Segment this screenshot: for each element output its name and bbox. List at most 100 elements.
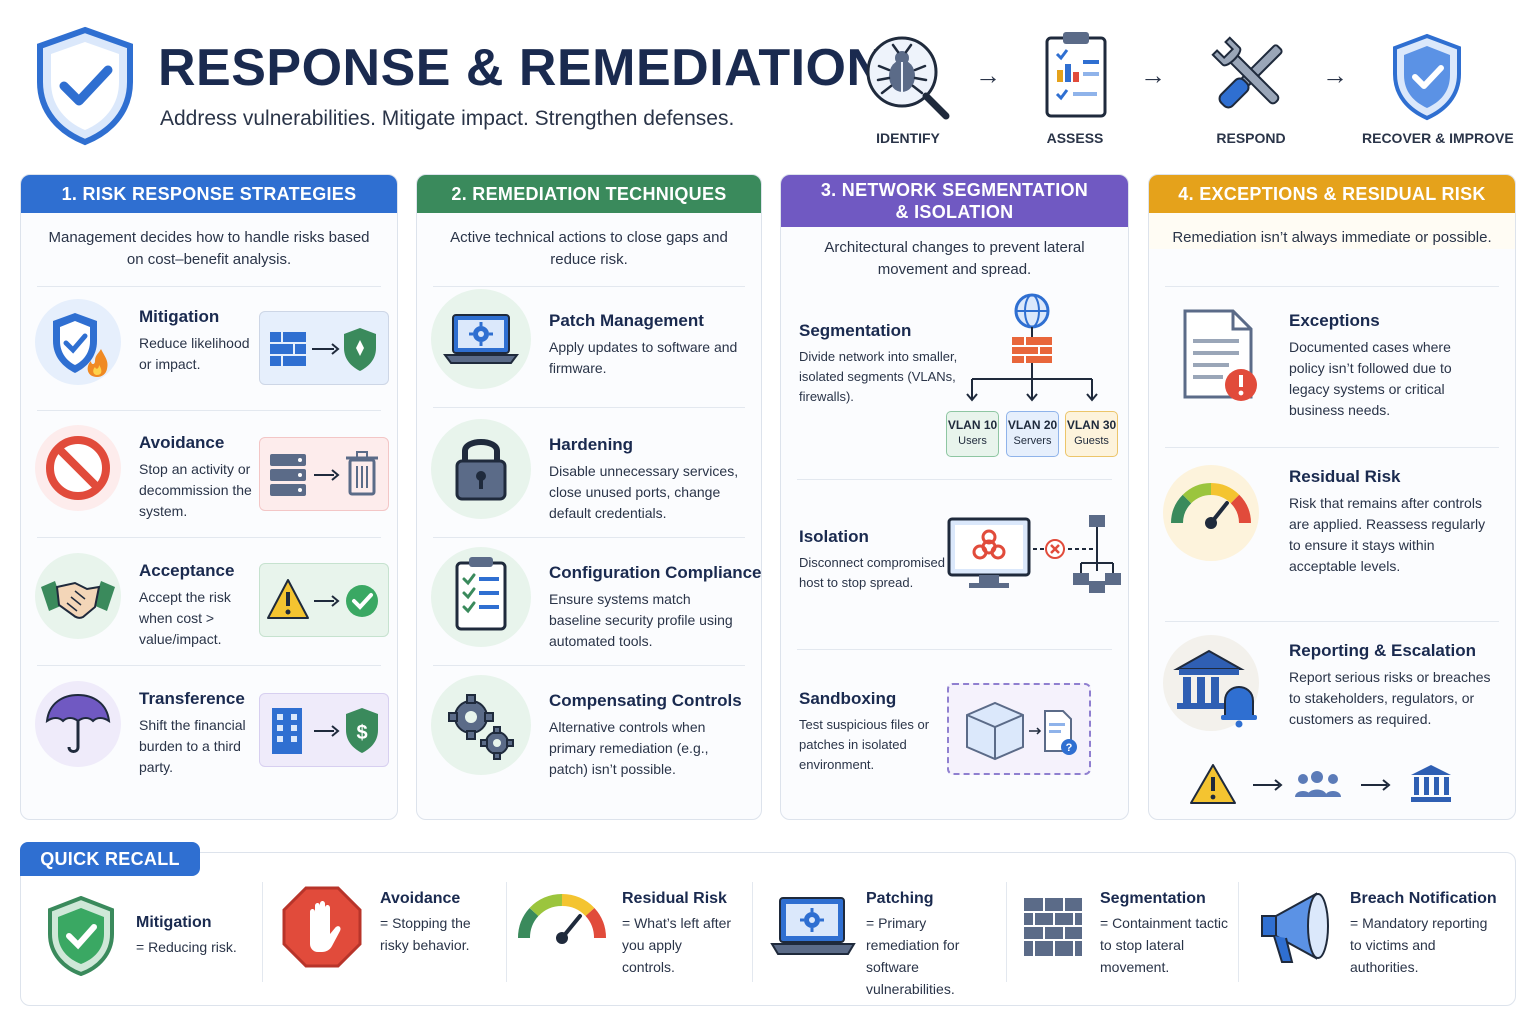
item-description: Alternative controls when primary remedi… — [549, 719, 709, 777]
item-segmentation: Segmentation Divide network into smaller… — [799, 315, 1114, 505]
laptop-gear-icon — [431, 289, 531, 389]
divider — [797, 649, 1112, 650]
isolated-host-diagram — [947, 515, 1121, 593]
item-description: Test suspicious files or patches in isol… — [799, 717, 930, 772]
item-description: Shift the financial burden to a third pa… — [139, 717, 246, 775]
divider — [37, 665, 381, 666]
quick-recall-desc: = Reducing risk. — [136, 939, 237, 955]
column-heading-line: 3. NETWORK SEGMENTATION — [820, 180, 1089, 200]
mitigation-flow-graphic — [259, 311, 389, 385]
item-title: Residual Risk — [1289, 467, 1401, 486]
item-description: Apply updates to software and firmware. — [549, 339, 738, 376]
megaphone-icon — [1261, 892, 1329, 963]
divider — [433, 407, 745, 408]
divider — [37, 286, 381, 287]
divider — [752, 882, 753, 982]
quick-recall-label: QUICK RECALL — [20, 842, 200, 876]
item-description: Divide network into smaller, isolated se… — [799, 349, 958, 404]
item-description: Ensure systems match baseline security p… — [549, 591, 733, 649]
item-avoidance: Avoidance Stop an activity or decommissi… — [35, 425, 389, 519]
divider — [262, 882, 263, 982]
quick-recall-title: Avoidance — [380, 890, 461, 907]
page-subtitle: Address vulnerabilities. Mitigate impact… — [160, 107, 735, 130]
column-intro: Architectural changes to prevent lateral… — [824, 239, 1085, 278]
item-title: Mitigation — [139, 307, 220, 326]
divider — [506, 882, 507, 982]
shield-check-icon — [37, 26, 133, 146]
quick-recall-title: Residual Risk — [622, 890, 727, 907]
quick-recall-desc: = Primary remediation for software vulne… — [866, 915, 960, 997]
column-heading-line: & ISOLATION — [895, 202, 1014, 222]
flow-arrow: → — [1140, 60, 1166, 90]
divider — [1165, 447, 1499, 448]
document-alert-icon — [1183, 309, 1257, 401]
item-description: Accept the risk when cost > value/impact… — [139, 589, 231, 647]
quick-recall-title: Mitigation — [136, 914, 212, 931]
shield-check-icon — [1393, 33, 1461, 121]
vlan-name: VLAN 10 — [947, 418, 998, 432]
padlock-icon — [431, 419, 531, 519]
vlan-label: Users — [958, 435, 987, 447]
shield-check-icon — [48, 896, 114, 976]
item-acceptance: Acceptance Accept the risk when cost > v… — [35, 553, 389, 647]
escalation-flow-graphic — [1190, 764, 1451, 804]
svg-text:?: ? — [1066, 742, 1073, 754]
divider — [37, 410, 381, 411]
item-transference: Transference Shift the financial burden … — [35, 681, 389, 775]
sandbox-graphic: ? — [947, 683, 1091, 775]
item-sandboxing: Sandboxing Test suspicious files or patc… — [799, 689, 1114, 779]
brick-wall-icon — [1024, 898, 1082, 956]
divider — [433, 286, 745, 287]
flow-step-label: ASSESS — [1046, 130, 1104, 146]
item-reporting-escalation: Reporting & Escalation Report serious ri… — [1163, 635, 1501, 805]
column-risk-response: 1. RISK RESPONSE STRATEGIES Management d… — [20, 174, 398, 820]
clipboard-chart-icon — [1045, 32, 1107, 118]
handshake-icon — [35, 553, 121, 639]
divider — [1238, 882, 1239, 982]
item-title: Avoidance — [139, 433, 225, 452]
column-remediation: 2. REMEDIATION TECHNIQUES Active technic… — [416, 174, 762, 820]
laptop-gear-icon — [770, 897, 856, 955]
shield-fire-icon — [35, 299, 121, 385]
vlan-box-servers: VLAN 20 Servers — [1006, 411, 1059, 457]
sandbox-box-file-icon: ? — [966, 701, 1077, 761]
checklist-icon — [431, 547, 531, 647]
quick-recall-desc: = Stopping the risky behavior. — [380, 915, 471, 953]
quick-recall-desc: = Mandatory reporting to victims and aut… — [1350, 915, 1488, 975]
item-description: Disconnect compromised host to stop spre… — [799, 555, 945, 590]
acceptance-flow-graphic — [259, 563, 389, 637]
item-patch-management: Patch Management Apply updates to softwa… — [431, 289, 747, 389]
column-heading: 4. EXCEPTIONS & RESIDUAL RISK — [1149, 175, 1515, 213]
vlan-name: VLAN 30 — [1066, 418, 1117, 432]
item-compensating-controls: Compensating Controls Alternative contro… — [431, 675, 747, 777]
divider — [433, 537, 745, 538]
divider — [37, 537, 381, 538]
quick-recall-desc: = What’s left after you apply controls. — [622, 915, 732, 975]
flow-arrow: → — [1322, 60, 1348, 90]
flow-step-label: IDENTIFY — [876, 130, 940, 146]
item-title: Patch Management — [549, 311, 704, 330]
divider — [797, 479, 1112, 480]
item-title: Hardening — [549, 435, 634, 454]
item-description: Stop an activity or decommission the sys… — [139, 461, 252, 519]
flow-step-identify: IDENTIFY — [843, 30, 973, 146]
item-title: Isolation — [799, 527, 869, 546]
vlan-label: Servers — [1013, 435, 1052, 447]
transference-flow-graphic: $ — [259, 693, 389, 767]
page-title: RESPONSE & REMEDIATION — [158, 39, 885, 97]
item-title: Sandboxing — [799, 689, 897, 708]
divider — [1006, 882, 1007, 982]
item-description: Disable unnecessary services, close unus… — [549, 463, 739, 521]
divider — [1165, 286, 1499, 287]
item-config-compliance: Configuration Compliance Ensure systems … — [431, 547, 761, 649]
item-hardening: Hardening Disable unnecessary services, … — [431, 419, 747, 521]
gauge-icon — [517, 893, 607, 944]
bug-magnifier-icon — [866, 36, 950, 120]
column-intro: Remediation isn’t always immediate or po… — [1149, 213, 1515, 249]
item-mitigation: Mitigation Reduce likelihood or impact. — [35, 299, 389, 389]
flow-step-recover: RECOVER & IMPROVE — [1362, 30, 1514, 146]
quick-recall-desc: = Containment tactic to stop lateral mov… — [1100, 915, 1229, 975]
item-isolation: Isolation Disconnect compromised host to… — [799, 527, 1114, 607]
item-title: Segmentation — [799, 321, 912, 340]
column-intro: Management decides how to handle risks b… — [48, 229, 370, 268]
